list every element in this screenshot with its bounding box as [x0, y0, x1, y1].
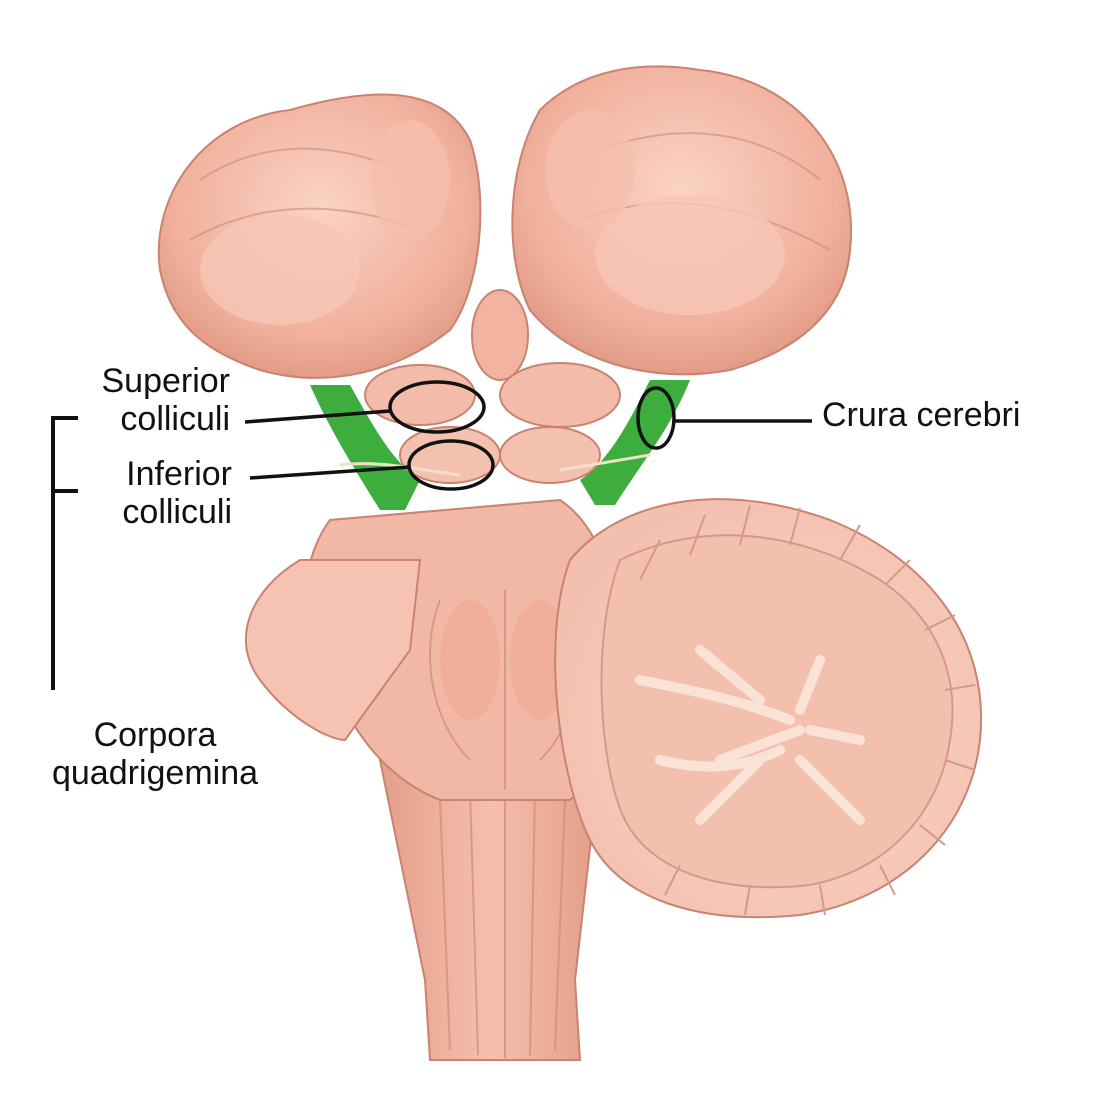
superior-colliculus-right: [499, 362, 621, 428]
arbor-vitae: [635, 645, 865, 825]
corpora-quadrigemina-label: Corpora quadrigemina: [51, 716, 259, 792]
inferior-colliculi-marker: [407, 439, 495, 491]
left-peduncle: [244, 559, 422, 742]
inferior-colliculus-right: [499, 426, 601, 484]
medulla: [378, 759, 602, 1061]
superior-colliculi-marker: [388, 380, 486, 434]
crura-cerebri-label: Crura cerebri: [822, 396, 1021, 434]
superior-colliculi-label: Superior colliculi: [101, 362, 230, 438]
corpora-quadrigemina-bracket: [51, 416, 78, 690]
superior-colliculus-left: [364, 364, 476, 426]
crura-cerebri-right: [580, 380, 690, 505]
inferior-colliculi-leader: [249, 465, 411, 480]
pineal-body: [471, 289, 529, 381]
superior-colliculi-leader: [244, 409, 391, 424]
inferior-colliculi-label: Inferior colliculi: [122, 455, 232, 531]
crura-cerebri-marker: [636, 386, 676, 450]
